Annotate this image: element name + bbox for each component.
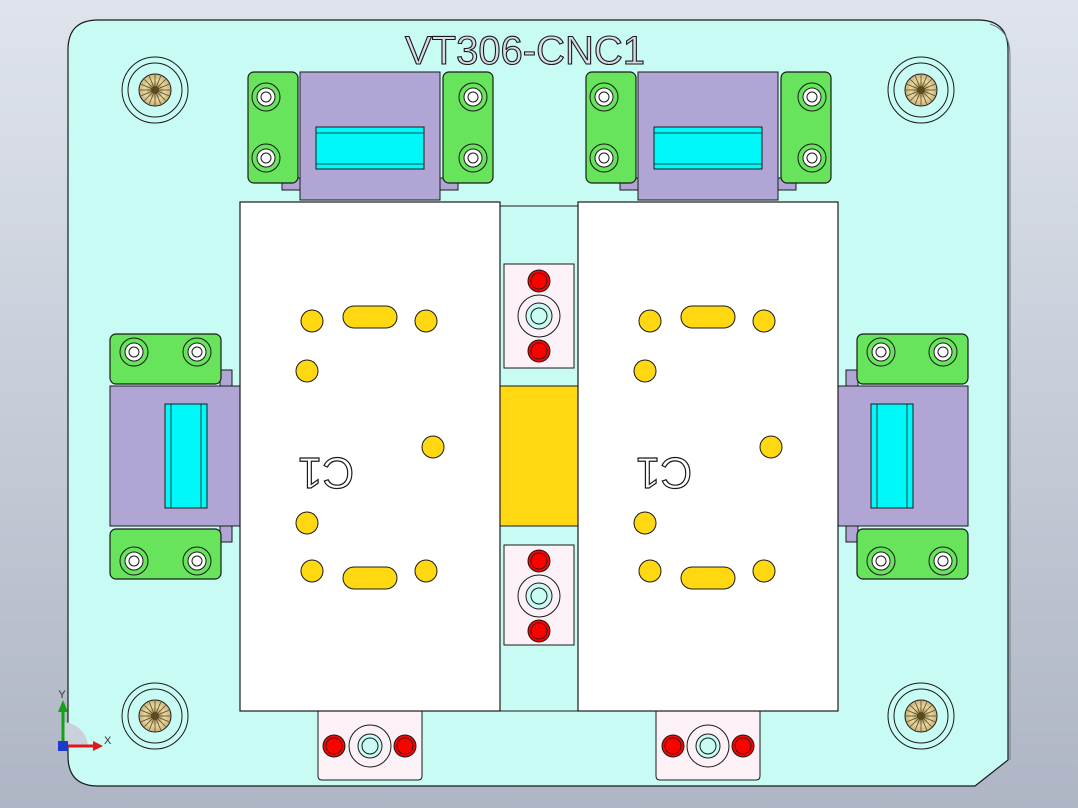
corner-screw-bottom-left xyxy=(121,682,189,750)
clamp-bolt xyxy=(589,143,619,173)
clamp-bolt xyxy=(928,546,958,576)
axis-x-arrow xyxy=(93,741,103,751)
locator-pin xyxy=(300,559,324,583)
locator-pin xyxy=(638,309,662,333)
clamp-bolt xyxy=(589,82,619,112)
locator-slot xyxy=(680,566,736,590)
clamp-bolt xyxy=(182,546,212,576)
clamp-pad xyxy=(856,528,969,580)
axis-y-arrow xyxy=(58,700,68,712)
clamp-bolt xyxy=(866,337,896,367)
axis-x-label: X xyxy=(104,735,112,747)
clamp-bolt xyxy=(182,337,212,367)
clamp-bolt xyxy=(458,143,488,173)
corner-screw-top-left xyxy=(121,56,189,124)
bottom-locator-tab-left xyxy=(317,710,423,781)
top-clamp-assembly-left xyxy=(247,71,494,201)
axis-y-label: Y xyxy=(58,689,66,701)
clamp-window xyxy=(870,403,914,509)
clamp-bolt xyxy=(251,82,281,112)
clamp-bolt xyxy=(119,546,149,576)
locator-pin xyxy=(638,559,662,583)
clamp-bolt xyxy=(928,337,958,367)
locator-pin xyxy=(414,559,438,583)
locator-slot xyxy=(680,305,736,329)
drawing-title: VT306-CNC1 xyxy=(405,29,645,73)
locator-pin xyxy=(752,309,776,333)
side-clamp-assembly-right xyxy=(837,333,969,580)
locator-slot xyxy=(342,305,398,329)
top-clamp-assembly-right xyxy=(585,71,832,201)
workpiece-right xyxy=(577,201,839,712)
side-clamp-assembly-left xyxy=(109,333,241,580)
locator-pin xyxy=(633,359,657,383)
locator-pin xyxy=(633,511,657,535)
locator-pins xyxy=(295,305,783,590)
corner-screw-bottom-right xyxy=(887,682,955,750)
locator-slot xyxy=(342,566,398,590)
clamp-window xyxy=(164,403,208,509)
clamp-bolt xyxy=(458,82,488,112)
clamp-pad xyxy=(856,333,969,385)
clamp-bolt xyxy=(797,143,827,173)
clamp-bolt xyxy=(797,82,827,112)
base-plate-edge xyxy=(989,23,1011,760)
clamp-pad xyxy=(247,71,299,184)
locator-pin xyxy=(300,309,324,333)
workpiece-left xyxy=(239,201,501,712)
locator-pin xyxy=(421,435,445,459)
clamp-pad xyxy=(109,333,222,385)
center-spacer xyxy=(499,385,579,527)
center-locator-block-upper xyxy=(503,263,575,369)
part-mark-left: C1 xyxy=(298,448,354,497)
locator-pin xyxy=(295,359,319,383)
clamp-pad xyxy=(585,71,637,184)
clamp-pad xyxy=(109,528,222,580)
locator-pin xyxy=(295,511,319,535)
clamp-bolt xyxy=(251,143,281,173)
locator-pin xyxy=(752,559,776,583)
clamp-pad xyxy=(442,71,494,184)
bottom-locator-tab-right xyxy=(655,710,761,781)
clamp-bolts xyxy=(119,82,958,576)
part-mark-right: C1 xyxy=(636,448,692,497)
locator-pin xyxy=(414,309,438,333)
clamp-bolt xyxy=(119,337,149,367)
locator-pin xyxy=(759,435,783,459)
axis-origin xyxy=(58,741,68,751)
clamp-window xyxy=(653,126,763,170)
center-locator-block-lower xyxy=(503,544,575,646)
clamp-bolt xyxy=(866,546,896,576)
corner-screw-top-right xyxy=(887,56,955,124)
clamp-window xyxy=(315,126,425,170)
axis-triad: X Y xyxy=(58,689,112,751)
